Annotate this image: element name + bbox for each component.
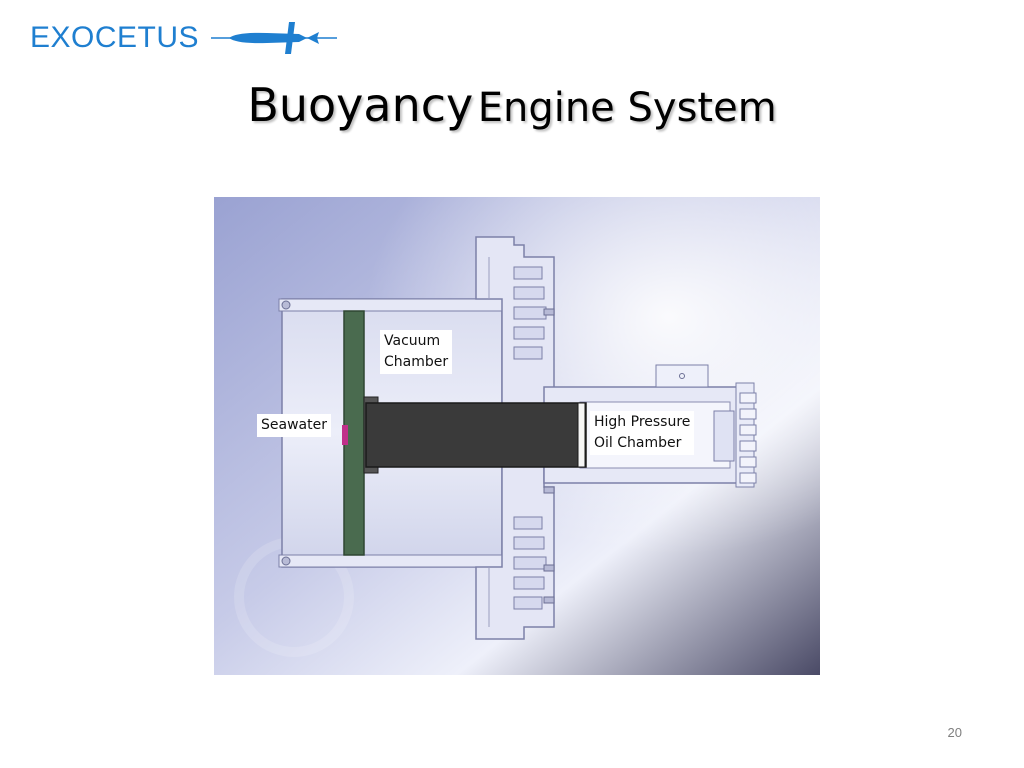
oil-chamber-end-cap (713, 382, 757, 488)
high-pressure-oil-chamber-label: High Pressure Oil Chamber (590, 411, 695, 455)
seawater-label: Seawater (257, 414, 331, 437)
piston-rod (365, 402, 587, 468)
title-part-engine-system: Engine System (477, 85, 777, 131)
page-title: Buoyancy Engine System (0, 78, 1024, 132)
glider-icon (211, 22, 338, 54)
page-number: 20 (947, 725, 962, 740)
buoyancy-engine-diagram: Vacuum Chamber Seawater High Pressure Oi… (214, 197, 820, 675)
logo: EXOCETUS (30, 18, 342, 58)
vacuum-chamber-label: Vacuum Chamber (380, 330, 453, 374)
logo-text: EXOCETUS (30, 21, 200, 54)
title-part-buoyancy: Buoyancy (247, 78, 474, 132)
seal (342, 425, 348, 445)
